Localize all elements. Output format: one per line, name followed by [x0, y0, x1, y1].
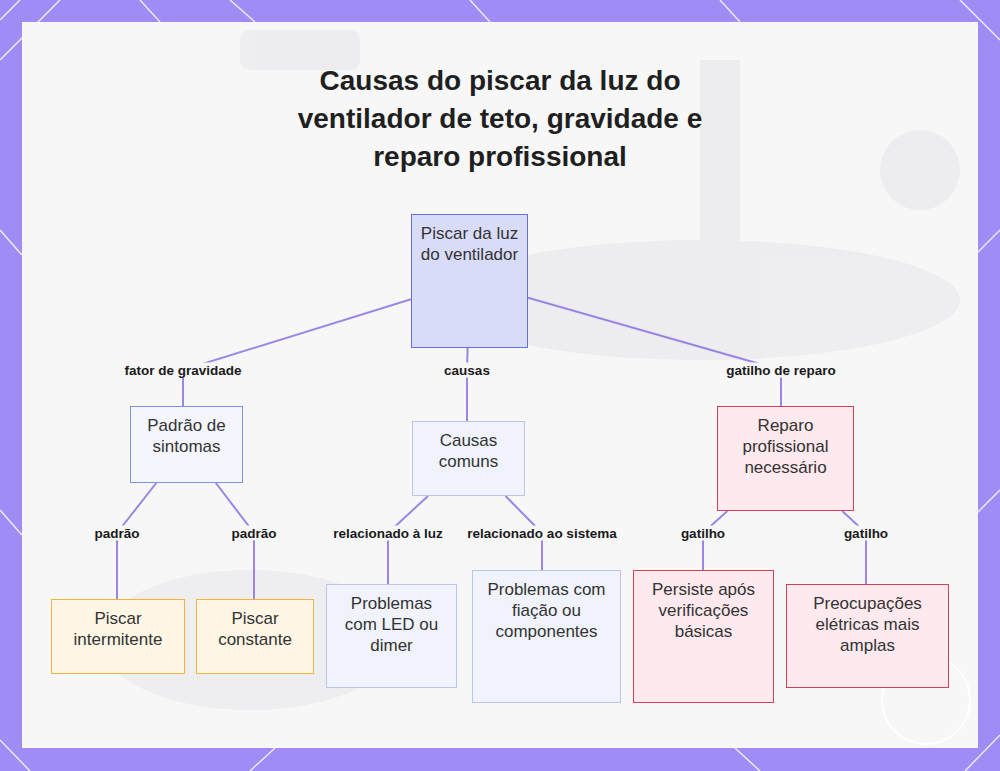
edge-label: gatilho de reparo: [724, 363, 838, 378]
connector-line: [216, 483, 254, 599]
connector-line: [842, 511, 866, 584]
root-box: Piscar da luz do ventilador: [411, 214, 528, 348]
diagram-title: Causas do piscar da luz do ventilador de…: [260, 62, 740, 176]
leaf-box: Piscar constante: [196, 599, 314, 674]
connector-line: [183, 299, 411, 406]
node-text: Preocupações elétricas mais amplas: [793, 593, 942, 656]
category-box: Reparo profissional necessário: [717, 406, 854, 511]
node-text: Persiste após verificações básicas: [640, 579, 767, 642]
category-box: Causas comuns: [412, 421, 525, 496]
edge-label: gatilho: [842, 526, 890, 541]
node-text: Reparo profissional necessário: [724, 415, 847, 478]
edge-label: relacionado ao sistema: [465, 526, 618, 541]
connector-line: [117, 483, 156, 599]
leaf-box: Piscar intermitente: [51, 599, 185, 674]
ghost-fan: [100, 30, 960, 710]
connector-line: [466, 348, 469, 421]
edge-label: relacionado à luz: [331, 526, 445, 541]
edge-label: padrão: [92, 526, 141, 541]
node-text: Problemas com fiação ou componentes: [479, 579, 614, 642]
edge-label: fator de gravidade: [122, 363, 243, 378]
card: [22, 22, 978, 748]
leaf-box: Persiste após verificações básicas: [633, 570, 774, 703]
node-text: Piscar da luz do ventilador: [418, 223, 521, 265]
edge-label: padrão: [229, 526, 278, 541]
node-text: Piscar intermitente: [58, 608, 178, 650]
leaf-box: Preocupações elétricas mais amplas: [786, 584, 949, 688]
connector-line: [528, 298, 781, 406]
node-text: Piscar constante: [203, 608, 307, 650]
connector-line: [703, 511, 727, 570]
node-text: Causas comuns: [419, 430, 518, 472]
edge-label: gatilho: [679, 526, 727, 541]
leaf-box: Problemas com fiação ou componentes: [472, 570, 621, 703]
category-box: Padrão de sintomas: [130, 406, 243, 483]
edge-label: causas: [442, 363, 492, 378]
leaf-box: Problemas com LED ou dimer: [326, 584, 457, 688]
node-text: Problemas com LED ou dimer: [333, 593, 450, 656]
node-text: Padrão de sintomas: [137, 415, 236, 457]
